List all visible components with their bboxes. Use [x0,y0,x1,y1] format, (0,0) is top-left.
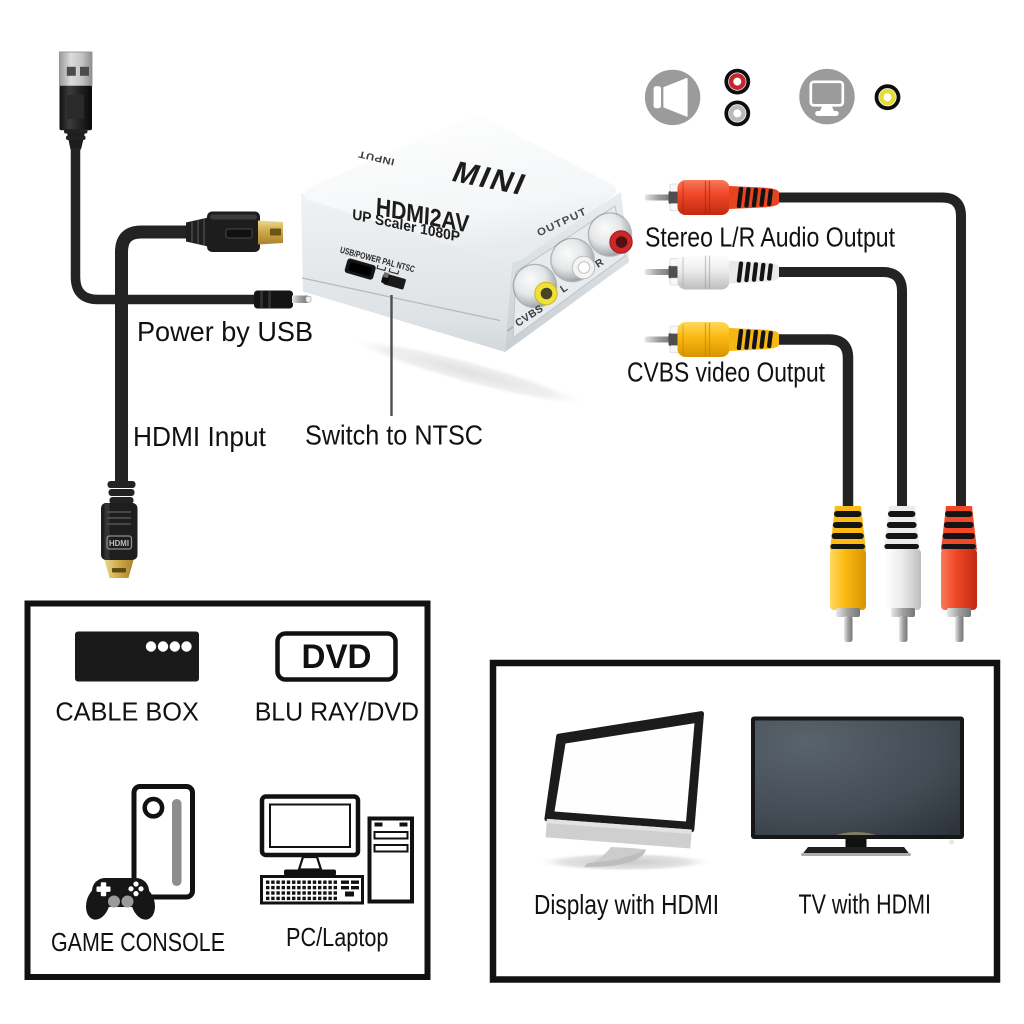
svg-text:HDMI: HDMI [109,539,129,548]
svg-text:PC/Laptop: PC/Laptop [286,922,389,952]
svg-text:HDMI Input: HDMI Input [133,421,266,452]
svg-text:Power by USB: Power by USB [137,316,313,347]
svg-text:CVBS video Output: CVBS video Output [627,357,825,388]
svg-text:GAME CONSOLE: GAME CONSOLE [51,927,225,957]
svg-text:BLU RAY/DVD: BLU RAY/DVD [255,697,419,727]
svg-text:CABLE BOX: CABLE BOX [55,697,199,727]
svg-text:TV with HDMI: TV with HDMI [799,889,932,920]
svg-text:Display with HDMI: Display with HDMI [534,889,719,920]
svg-text:Switch to NTSC: Switch to NTSC [305,420,483,451]
svg-text:Stereo L/R Audio Output: Stereo L/R Audio Output [645,222,895,253]
svg-text:DVD: DVD [302,638,372,676]
